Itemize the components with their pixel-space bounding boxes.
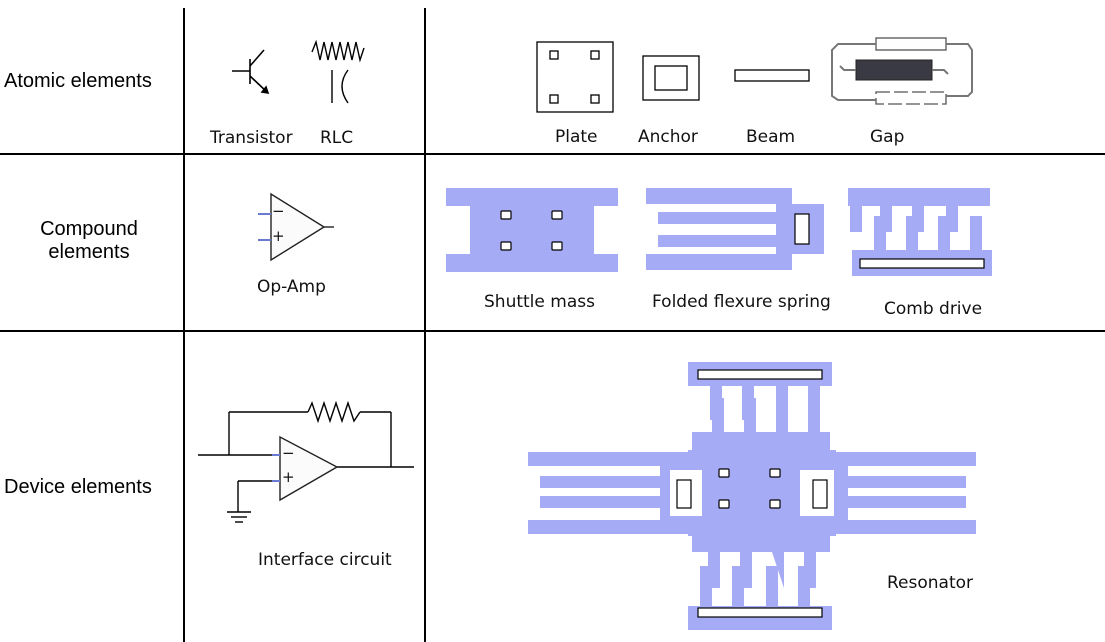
caption-shuttle-mass: Shuttle mass [484,292,595,312]
caption-resonator: Resonator [887,573,974,593]
caption-beam: Beam [746,127,796,147]
interface-plus-sign: + [282,468,295,486]
comb-drive-symbol [848,188,992,276]
caption-plate: Plate [555,127,598,147]
opamp-plus-sign: + [272,227,285,245]
row-divider-2 [0,330,1105,332]
interface-circuit-symbol [198,400,414,523]
caption-anchor: Anchor [638,127,698,147]
resonator-symbol [528,362,976,630]
opamp-minus-sign: − [272,202,285,220]
column-divider-2 [424,8,426,642]
column-divider-1 [183,8,185,642]
caption-transistor: Transistor [210,128,293,148]
interface-minus-sign: − [282,444,295,462]
row-divider-1 [0,153,1105,155]
row-label-device: Device elements [4,476,152,498]
row-label-atomic: Atomic elements [4,70,152,92]
row-label-compound-line1: Compound [40,218,138,240]
folded-flexure-symbol [646,188,824,270]
shuttle-mass-symbol [446,188,618,272]
row-label-compound-line2: elements [48,241,130,263]
caption-gap: Gap [870,127,905,147]
caption-interface-circuit: Interface circuit [258,550,392,570]
opamp-symbol [258,192,334,262]
gap-symbol [831,37,973,105]
caption-comb-drive: Comb drive [884,299,983,319]
rlc-symbol [311,39,365,104]
caption-rlc: RLC [320,128,354,148]
caption-opamp: Op-Amp [257,277,326,297]
beam-symbol [734,69,810,82]
transistor-symbol [232,49,270,95]
row-label-compound: Compound elements [14,218,164,264]
plate-symbol [536,41,614,113]
caption-folded-flexure: Folded flexure spring [652,292,831,312]
anchor-symbol [642,55,700,101]
